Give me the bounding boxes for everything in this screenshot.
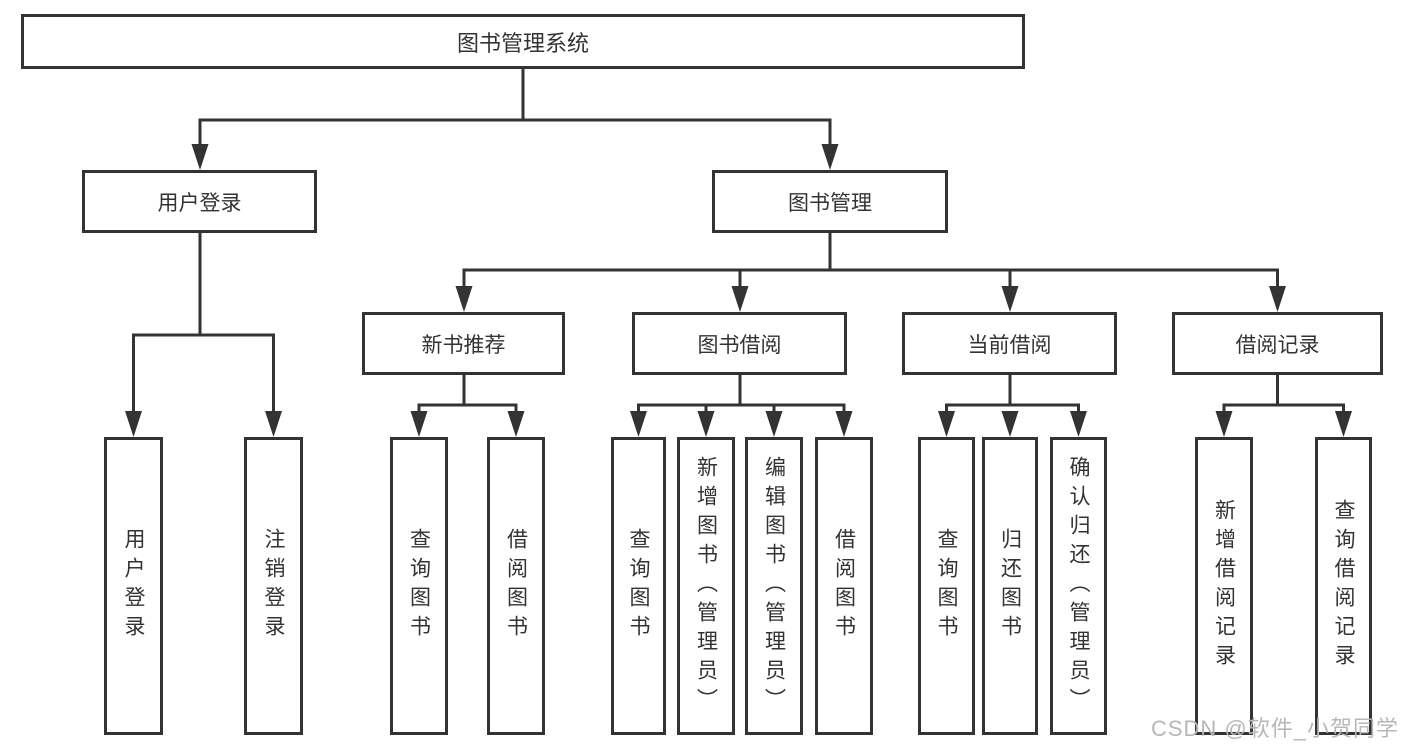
leaf-edit-books-admin: 编辑图书（管理员） [745, 437, 803, 735]
node-label: 借阅记录 [1235, 333, 1320, 357]
connector-root-to-level2 [198, 69, 832, 150]
connector-borrowrec-to-leaves [1222, 375, 1345, 417]
arrowhead-icon [125, 411, 142, 437]
arrowhead-icon [507, 411, 525, 437]
leaf-query-borrow-record: 查询借阅记录 [1315, 437, 1372, 735]
leaf-user-login: 用户登录 [104, 437, 163, 735]
leaf-confirm-return-admin: 确认归还（管理员） [1050, 437, 1107, 735]
arrowhead-icon [1001, 286, 1019, 312]
arrowhead-icon [697, 411, 715, 437]
node-label: 查询图书 [627, 528, 650, 644]
node-label: 用户登录 [157, 191, 242, 215]
node-library-management-system: 图书管理系统 [21, 14, 1025, 69]
node-label: 查询图书 [407, 528, 431, 644]
node-label: 图书管理 [788, 191, 872, 215]
arrowhead-icon [731, 286, 749, 312]
arrowhead-icon [765, 411, 783, 437]
arrowhead-icon [630, 411, 647, 437]
node-label: 查询借阅记录 [1332, 499, 1355, 673]
node-book-borrowing: 图书借阅 [632, 312, 847, 375]
leaf-add-borrow-record: 新增借阅记录 [1195, 437, 1253, 735]
node-label: 注销登录 [262, 528, 285, 644]
leaf-query-books-borrowing: 查询图书 [611, 437, 666, 735]
arrowhead-icon [191, 144, 209, 170]
node-label: 新增图书（管理员） [694, 455, 718, 717]
leaf-query-books-current: 查询图书 [918, 437, 975, 735]
node-new-book-recommendation: 新书推荐 [362, 312, 565, 375]
leaf-logout-login: 注销登录 [244, 437, 303, 735]
node-label: 图书管理系统 [456, 30, 589, 56]
node-label: 编辑图书（管理员） [762, 455, 786, 717]
node-label: 新增借阅记录 [1212, 499, 1236, 673]
leaf-return-books: 归还图书 [982, 437, 1038, 735]
arrowhead-icon [410, 411, 428, 437]
leaf-query-books-recommend: 查询图书 [390, 437, 448, 735]
connector-currborrow-to-leaves [945, 375, 1080, 417]
node-label: 确认归还（管理员） [1067, 455, 1090, 717]
arrowhead-icon [835, 411, 853, 437]
node-label: 归还图书 [998, 528, 1022, 644]
node-label: 图书借阅 [697, 333, 782, 357]
node-current-borrowing: 当前借阅 [902, 312, 1117, 375]
connector-strokes [132, 69, 1345, 417]
node-label: 借阅图书 [832, 528, 856, 644]
arrowhead-icon [455, 286, 473, 312]
node-label: 查询图书 [935, 528, 958, 644]
node-borrowing-records: 借阅记录 [1172, 312, 1383, 375]
arrowheads [125, 144, 1352, 437]
connector-newbook-to-leaves [417, 375, 518, 417]
arrowhead-icon [938, 411, 955, 437]
arrowhead-icon [265, 411, 282, 437]
arrowhead-icon [821, 144, 839, 170]
node-book-management: 图书管理 [712, 170, 948, 233]
node-user-login: 用户登录 [82, 170, 317, 233]
arrowhead-icon [1215, 411, 1233, 437]
node-label: 新书推荐 [421, 333, 506, 357]
connector-bookmgmt-to-level3 [462, 233, 1279, 292]
leaf-borrow-books-borrowing: 借阅图书 [815, 437, 873, 735]
leaf-add-books-admin: 新增图书（管理员） [677, 437, 735, 735]
arrowhead-icon [1070, 411, 1087, 437]
arrowhead-icon [1269, 286, 1286, 312]
arrowhead-icon [1335, 411, 1352, 437]
node-label: 借阅图书 [504, 528, 528, 644]
node-label: 用户登录 [122, 528, 145, 644]
connector-userlogin-to-leaves [132, 233, 275, 415]
node-label: 当前借阅 [967, 333, 1052, 357]
connector-bookborrow-to-leaves [637, 375, 846, 417]
leaf-borrow-books-recommend: 借阅图书 [487, 437, 545, 735]
arrowhead-icon [1001, 411, 1019, 437]
watermark-text: CSDN @软件_小贺同学 [1150, 716, 1399, 741]
